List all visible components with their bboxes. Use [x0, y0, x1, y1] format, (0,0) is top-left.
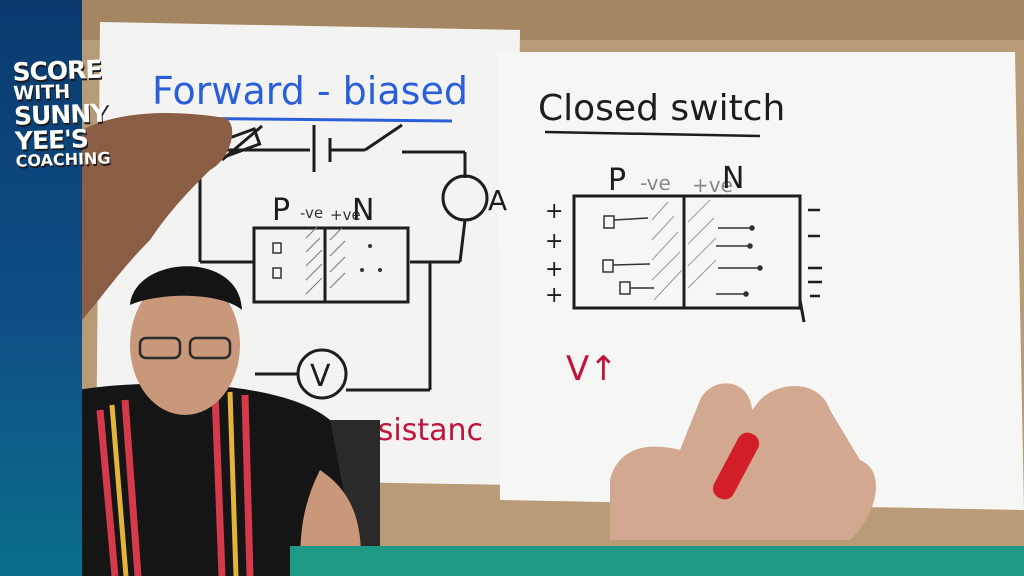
brand-line-coaching: COACHING [15, 148, 111, 171]
left-n-label: N [352, 193, 374, 228]
voltage-note: V↑ [566, 349, 618, 389]
left-p-label: P [272, 193, 290, 228]
right-hand [610, 383, 877, 540]
svg-text:+: + [545, 257, 563, 282]
right-p-label: P [608, 163, 626, 198]
right-depletion [651, 199, 717, 301]
left-depletion [305, 225, 346, 295]
svg-text:+: + [545, 229, 563, 254]
right-n-label: N [722, 161, 744, 196]
voltmeter-label: V [310, 359, 331, 394]
svg-text:+: + [545, 199, 563, 224]
bottom-bar [290, 546, 1024, 576]
plus-signs: ++++ [545, 199, 563, 308]
ammeter-label: A [488, 184, 507, 217]
hole-arrows [602, 215, 654, 295]
left-hand [82, 113, 233, 320]
right-title: Closed switch [538, 88, 785, 129]
right-diode [572, 194, 806, 323]
right-paper [498, 52, 1024, 510]
svg-text:+: + [545, 283, 563, 308]
right-pos-label: +ve [692, 173, 733, 197]
left-pos-label: +ve [330, 206, 361, 224]
left-title: Forward - biased [152, 69, 468, 113]
electron-arrows [716, 225, 763, 297]
right-neg-label: -ve [640, 171, 671, 195]
left-neg-label: -ve [300, 204, 323, 222]
brand-logo-text: SCORE WITH SUNNY YEE'S COACHING [12, 55, 116, 171]
minus-signs [808, 208, 822, 298]
brand-sidebar: SCORE WITH SUNNY YEE'S COACHING [0, 0, 111, 576]
